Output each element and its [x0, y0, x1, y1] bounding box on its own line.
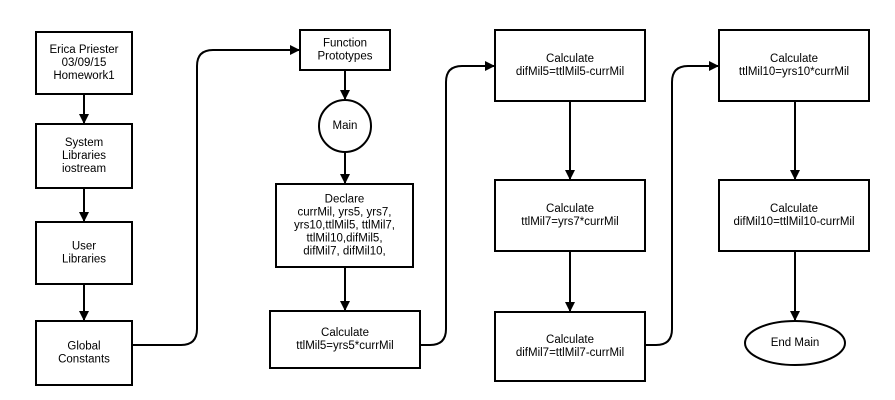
global-constants-label-line: Global	[67, 341, 100, 353]
end-main-shape	[744, 320, 846, 366]
node-end-main: End Main	[744, 320, 846, 366]
end-main-label-line: End Main	[771, 337, 820, 349]
flowchart-nodes: Erica Priester03/09/15Homework1SystemLib…	[35, 29, 870, 386]
calc-difmil10-label-line: difMil10=ttlMil10-currMil	[733, 216, 854, 228]
system-libraries-label-line: System	[65, 137, 103, 149]
calc-difmil5-shape	[494, 29, 646, 102]
arrow-calc-difmil7-to-calc-ttlmil10	[645, 61, 719, 346]
calc-difmil10-label-line: Calculate	[770, 203, 818, 215]
function-prototypes-shape	[299, 29, 391, 71]
calc-difmil7-shape	[494, 311, 646, 382]
global-constants-label-line: Constants	[58, 354, 110, 366]
calc-ttlmil10-shape	[718, 29, 870, 102]
header-label-line: 03/09/15	[62, 57, 107, 69]
header-shape	[35, 31, 133, 95]
calc-ttlmil7-label-line: ttlMil7=yrs7*currMil	[521, 216, 618, 228]
calc-difmil5-label-line: difMil5=ttlMil5-currMil	[516, 66, 624, 78]
calc-difmil10-shape	[718, 179, 870, 252]
calc-ttlmil10-label-line: ttlMil10=yrs10*currMil	[739, 66, 849, 78]
main-shape	[318, 99, 372, 153]
calc-ttlmil7-label-line: Calculate	[546, 203, 594, 215]
calc-difmil5-label-line: Calculate	[546, 53, 594, 65]
declare-label-line: currMil, yrs5, yrs7,	[298, 207, 392, 219]
declare-label-line: Declare	[325, 194, 365, 206]
system-libraries-shape	[35, 123, 133, 189]
node-main: Main	[318, 99, 372, 153]
user-libraries-label-line: Libraries	[62, 254, 106, 266]
calc-ttlmil5-label-line: ttlMil5=yrs5*currMil	[296, 340, 393, 352]
connectors	[79, 45, 800, 346]
calc-ttlmil5-label-line: Calculate	[321, 327, 369, 339]
arrow-global-constants-to-function-prototypes	[132, 45, 300, 346]
system-libraries-label-line: iostream	[62, 163, 106, 175]
function-prototypes-label-line: Function	[323, 38, 367, 50]
system-libraries-label-line: Libraries	[62, 150, 106, 162]
user-libraries-label-line: User	[72, 241, 96, 253]
calc-difmil7-label-line: difMil7=ttlMil7-currMil	[516, 347, 624, 359]
header-label-line: Homework1	[53, 70, 114, 82]
declare-shape	[275, 183, 414, 268]
calc-ttlmil10-label-line: Calculate	[770, 53, 818, 65]
global-constants-shape	[35, 320, 133, 386]
calc-ttlmil7-shape	[494, 179, 646, 252]
calc-difmil7-label-line: Calculate	[546, 334, 594, 346]
arrow-calc-ttlmil5-to-calc-difmil5	[420, 61, 495, 346]
declare-label-line: ttlMil10,difMil5,	[306, 233, 382, 245]
main-label-line: Main	[333, 120, 358, 132]
header-label-line: Erica Priester	[49, 44, 118, 56]
declare-label-line: yrs10,ttlMil5, ttlMil7,	[294, 220, 395, 232]
user-libraries-shape	[35, 221, 133, 285]
declare-label-line: difMil7, difMil10,	[303, 246, 385, 258]
function-prototypes-label-line: Prototypes	[318, 51, 373, 63]
calc-ttlmil5-shape	[269, 310, 421, 369]
